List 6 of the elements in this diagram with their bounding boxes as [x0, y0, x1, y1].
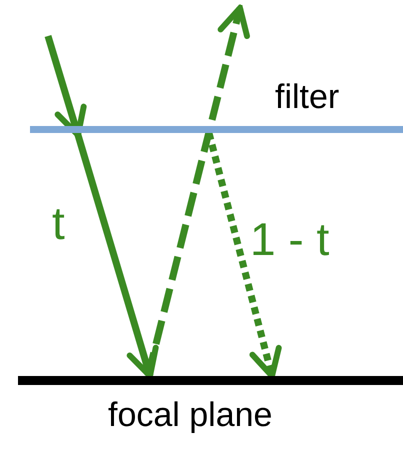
- filter-label: filter: [275, 78, 340, 117]
- light-ray-arrow: [44, 34, 159, 377]
- edge-label: t: [52, 196, 65, 250]
- focal-plane-label: focal plane: [108, 396, 272, 435]
- light-ray-arrow: [144, 5, 250, 377]
- edge-label: 1 - t: [250, 212, 330, 266]
